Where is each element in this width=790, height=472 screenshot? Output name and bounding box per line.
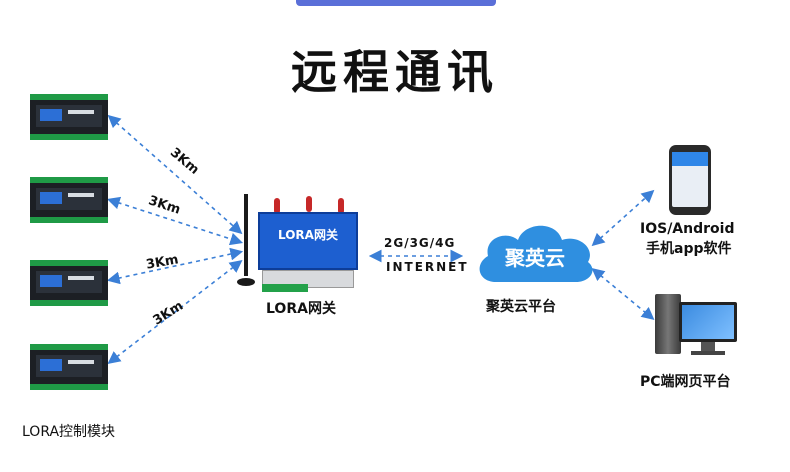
modules-label: LORA控制模块 xyxy=(22,424,116,440)
link-cloud-phone xyxy=(591,189,655,247)
mobile-label-line2: 手机app软件 xyxy=(646,241,732,257)
gateway-device-text: LORA网关 xyxy=(278,228,338,242)
link-label-top: 2G/3G/4G xyxy=(384,236,456,250)
link-module-4 xyxy=(107,260,243,364)
gateway-device: LORA网关 xyxy=(258,210,358,292)
lora-module-3 xyxy=(30,260,108,306)
cloud-text: 聚英云 xyxy=(505,246,565,270)
gateway-label: LORA网关 xyxy=(266,301,336,317)
link-cloud-pc xyxy=(591,267,655,321)
lora-module-4 xyxy=(30,344,108,390)
page-title: 远程通讯 xyxy=(291,45,499,99)
top-accent-bar xyxy=(296,0,496,6)
cloud-label: 聚英云平台 xyxy=(486,299,556,315)
link-module-2 xyxy=(106,196,244,246)
gateway-antenna-2 xyxy=(306,196,312,212)
lora-module-2 xyxy=(30,177,108,223)
link-label-bottom: INTERNET xyxy=(386,260,469,274)
antenna-icon xyxy=(237,194,255,286)
mobile-label-line1: IOS/Android xyxy=(640,221,735,237)
lora-module-1 xyxy=(30,94,108,140)
gateway-antenna-1 xyxy=(274,198,280,214)
gateway-antenna-3 xyxy=(338,198,344,214)
desktop-computer-icon xyxy=(655,290,741,356)
pc-label: PC端网页平台 xyxy=(640,374,731,390)
cloud-icon: 聚英云 xyxy=(472,216,598,286)
smartphone-icon xyxy=(669,145,711,215)
